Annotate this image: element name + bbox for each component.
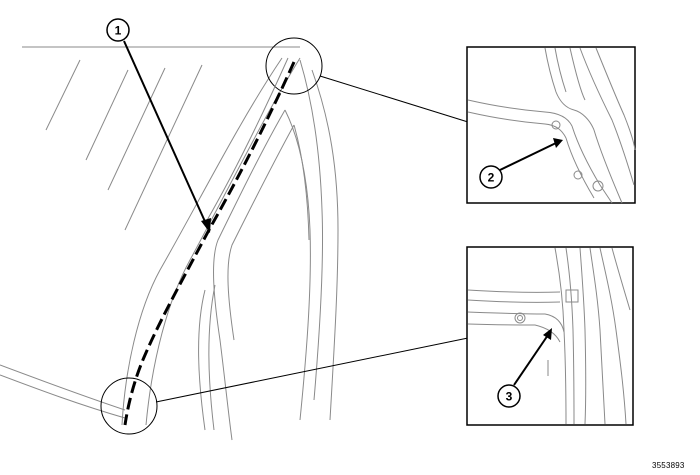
callout-2-circle — [479, 165, 503, 189]
lower-detail-circle — [100, 377, 158, 435]
urethane-bead-seam — [123, 61, 296, 426]
callout-3-circle — [497, 384, 521, 408]
callout-3-arrowhead — [543, 328, 552, 340]
callout-1-arrow — [123, 40, 208, 227]
callout-3-arrow — [513, 334, 549, 386]
glass-reflection-lines — [45, 59, 203, 231]
lower-detail-view: 3 — [466, 246, 634, 426]
upper-detail-view: 2 — [466, 46, 636, 204]
callout-1-arrowhead — [201, 218, 211, 233]
callout-2-arrowhead — [553, 138, 563, 148]
callout-1-circle — [106, 18, 130, 42]
callout-2-arrow — [499, 142, 557, 171]
figure-id: 3553893 — [652, 461, 685, 470]
callout-3-number: 3 — [506, 390, 513, 404]
callout-1-number: 1 — [115, 24, 122, 38]
callout-2-number: 2 — [488, 171, 495, 185]
upper-detail-circle — [265, 37, 323, 95]
lower-leader-line — [155, 337, 469, 403]
upper-leader-line — [319, 75, 469, 123]
a-pillar-outline — [0, 57, 339, 441]
